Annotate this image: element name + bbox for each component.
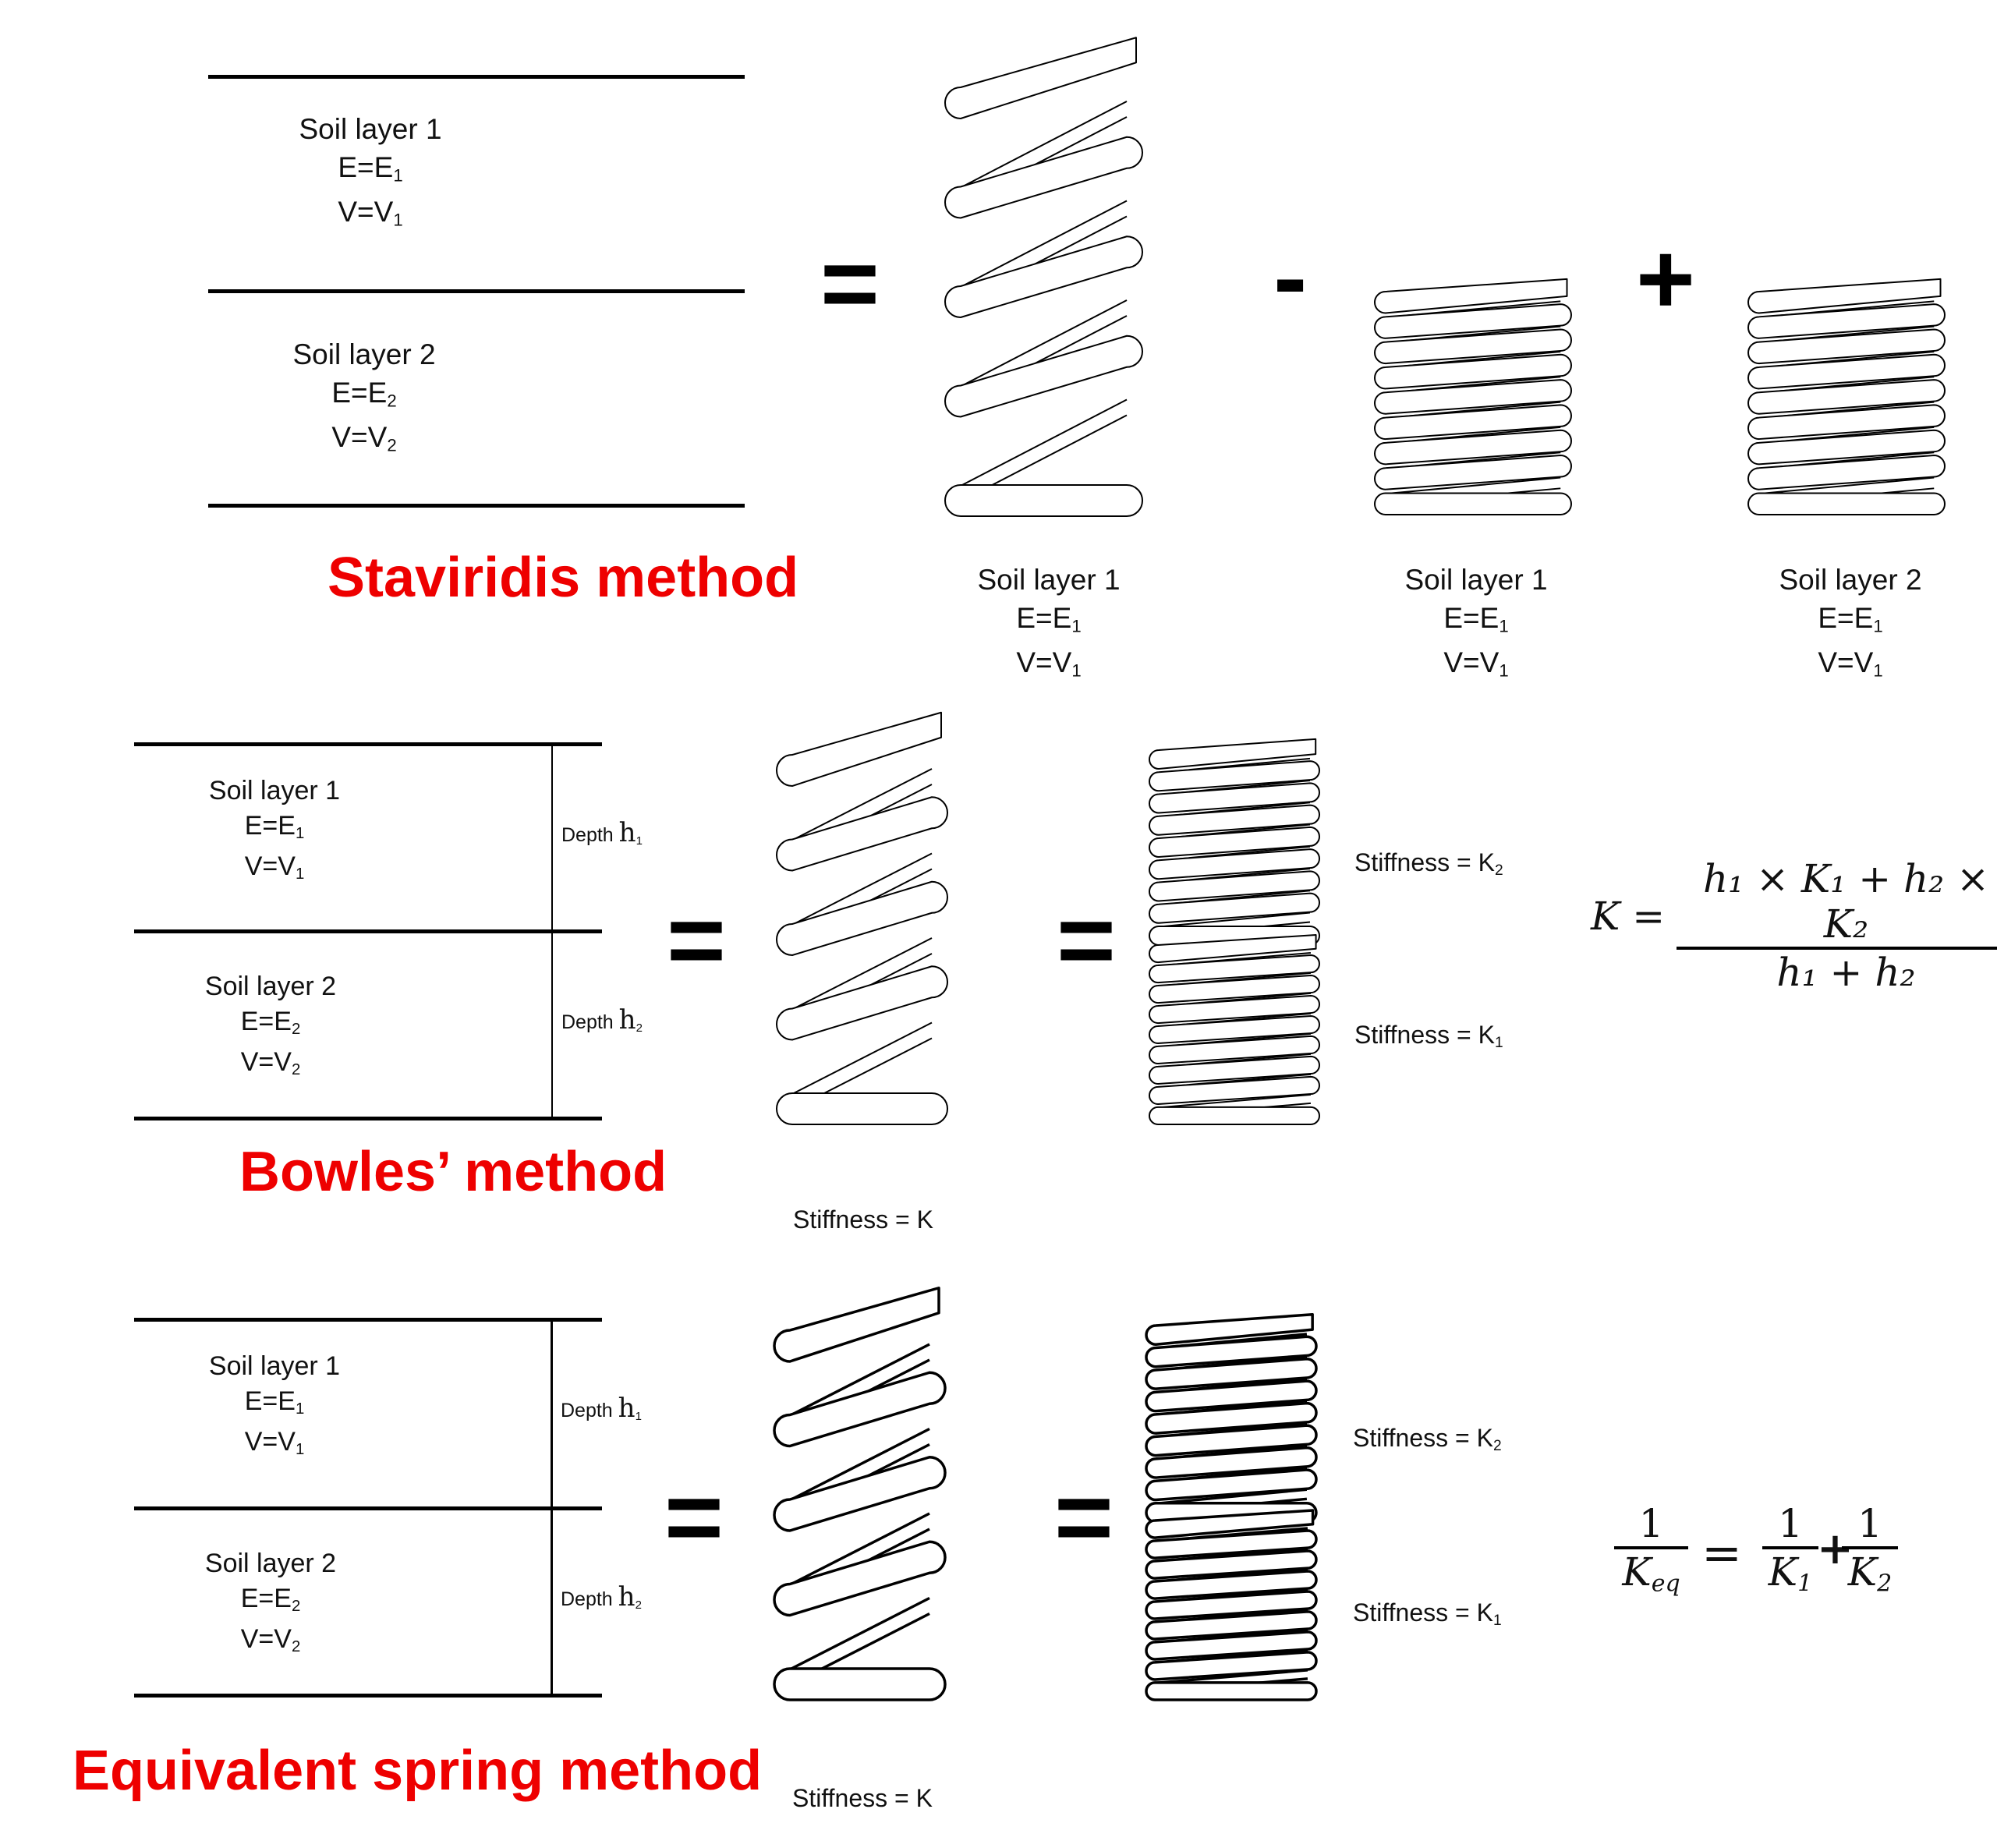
formula-fraction-keq: 1 Keq bbox=[1614, 1501, 1688, 1598]
formula-fraction-k1: 1 K1 bbox=[1762, 1501, 1818, 1598]
soil-layer-1-label: Soil layer 1 E=E1 V=V1 bbox=[208, 776, 341, 883]
layer-boundary-line bbox=[134, 1117, 602, 1120]
equivalent-title: Equivalent spring method bbox=[73, 1740, 763, 1802]
spring-3-label: Soil layer 2 E=E1 V=V1 bbox=[1779, 564, 1922, 681]
layer-boundary-line bbox=[134, 742, 602, 746]
stiffness-k-label: Stiffness = K bbox=[793, 1205, 933, 1234]
equals-operator: = bbox=[667, 883, 726, 997]
depth-h2-label: Depth h2 bbox=[561, 1581, 642, 1613]
plus-operator: + bbox=[1636, 221, 1695, 335]
layer-boundary-line bbox=[208, 289, 745, 293]
spring-1-label: Soil layer 1 E=E1 V=V1 bbox=[977, 564, 1121, 681]
equals-operator: = bbox=[820, 226, 880, 340]
spring-2-label: Soil layer 1 E=E1 V=V1 bbox=[1404, 564, 1548, 681]
stiffness-k2-label: Stiffness = K2 bbox=[1353, 1424, 1502, 1454]
depth-line bbox=[551, 745, 553, 1119]
layer-boundary-line bbox=[208, 75, 745, 79]
layer-boundary-line bbox=[208, 504, 745, 508]
equals-operator: = bbox=[664, 1460, 724, 1574]
layer-boundary-line bbox=[134, 1318, 602, 1322]
stiffness-k2-label: Stiffness = K2 bbox=[1354, 848, 1503, 879]
soil-layer-2-label: Soil layer 2 E=E2 V=V2 bbox=[204, 972, 337, 1078]
soil-layer-1-label: Soil layer 1 E=E1 V=V1 bbox=[299, 113, 442, 230]
formula-equals: = bbox=[1701, 1524, 1742, 1581]
formula-lhs: K = bbox=[1591, 894, 1666, 939]
soil-layer-2-label: Soil layer 2 E=E2 V=V2 bbox=[292, 338, 436, 455]
layer-boundary-line bbox=[134, 1506, 602, 1510]
formula-fraction: h₁ × K₁ + h₂ × K₂ h₁ + h₂ bbox=[1677, 856, 1997, 995]
staviridis-title: Staviridis method bbox=[328, 547, 799, 609]
depth-h1-label: Depth h1 bbox=[561, 1393, 642, 1424]
layer-boundary-line bbox=[134, 929, 602, 933]
formula-denominator: h₁ + h₂ bbox=[1776, 950, 1916, 995]
soil-layer-2-label: Soil layer 2 E=E2 V=V2 bbox=[204, 1549, 337, 1655]
depth-h2-label: Depth h2 bbox=[561, 1004, 643, 1036]
stiffness-k1-label: Stiffness = K1 bbox=[1354, 1021, 1503, 1051]
equivalent-formula: 1 Keq = 1 K1 + 1 K2 bbox=[1614, 1501, 1910, 1626]
depth-h1-label: Depth h1 bbox=[561, 817, 643, 848]
formula-numerator: h₁ × K₁ + h₂ × K₂ bbox=[1702, 856, 1990, 947]
depth-line bbox=[551, 1320, 553, 1694]
bowles-title: Bowles’ method bbox=[239, 1141, 667, 1203]
equals-operator: = bbox=[1054, 1460, 1114, 1574]
equals-operator: = bbox=[1057, 883, 1116, 997]
layer-boundary-line bbox=[134, 1694, 602, 1698]
minus-operator: - bbox=[1273, 220, 1308, 334]
formula-fraction-k2: 1 K2 bbox=[1842, 1501, 1898, 1598]
stiffness-k-label: Stiffness = K bbox=[792, 1784, 933, 1812]
soil-layer-1-label: Soil layer 1 E=E1 V=V1 bbox=[208, 1351, 341, 1458]
stiffness-k1-label: Stiffness = K1 bbox=[1353, 1598, 1502, 1629]
bowles-formula: K = h₁ × K₁ + h₂ × K₂ h₁ + h₂ bbox=[1591, 856, 1997, 995]
